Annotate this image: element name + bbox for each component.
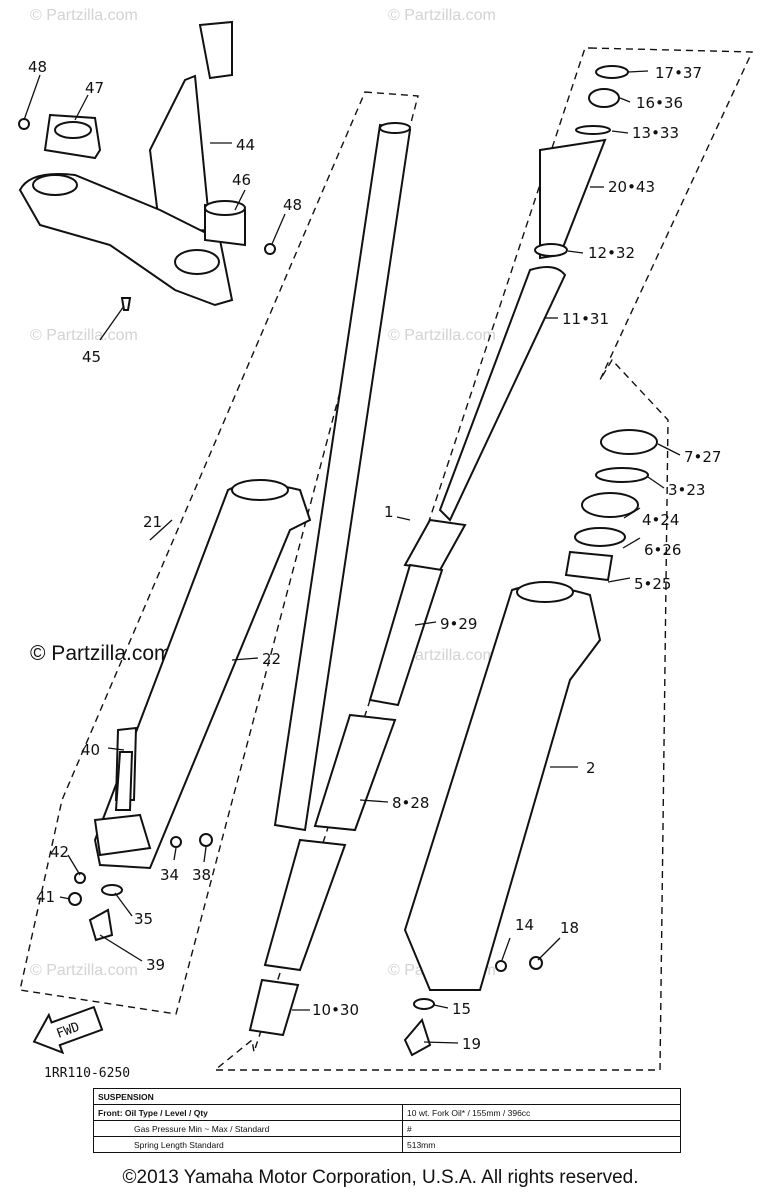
copyright-footer: ©2013 Yamaha Motor Corporation, U.S.A. A… (122, 1167, 639, 1188)
spec-label: Front: Oil Type / Level / Qty (93, 1104, 403, 1121)
callout-16: 16•36 (636, 94, 683, 112)
spec-label: Spring Length Standard (93, 1136, 403, 1153)
callout-19: 19 (462, 1035, 481, 1053)
callout-21: 21 (143, 513, 162, 531)
callout-9: 9•29 (440, 615, 477, 633)
suspension-spec-table: SUSPENSION Front: Oil Type / Level / Qty… (93, 1088, 681, 1153)
callout-labels: 48 47 44 46 48 45 17•37 16•36 13•33 20•4… (28, 58, 721, 1053)
callout-13: 13•33 (632, 124, 679, 142)
fwd-arrow: FWD (32, 1005, 104, 1055)
callout-34: 34 (160, 866, 179, 884)
callout-47: 47 (85, 79, 104, 97)
callout-8: 8•28 (392, 794, 429, 812)
callout-42: 42 (50, 843, 69, 861)
callout-2: 2 (586, 759, 596, 777)
spec-value: # (402, 1120, 681, 1137)
callout-48b: 48 (283, 196, 302, 214)
callout-48: 48 (28, 58, 47, 76)
callout-15: 15 (452, 1000, 471, 1018)
callout-17: 17•37 (655, 64, 702, 82)
callout-40: 40 (81, 741, 100, 759)
watermark: © Partzilla.com (388, 327, 496, 344)
table-row: Spring Length Standard 513mm (93, 1136, 681, 1153)
callout-6: 6•26 (644, 541, 681, 559)
callout-7: 7•27 (684, 448, 721, 466)
callout-35: 35 (134, 910, 153, 928)
callout-39: 39 (146, 956, 165, 974)
leader-lines (23, 70, 681, 1044)
callout-1: 1 (384, 503, 394, 521)
callout-3: 3•23 (668, 481, 705, 499)
callout-45: 45 (82, 348, 101, 366)
spec-value: 513mm (402, 1136, 681, 1153)
steering-stem-assembly (18, 20, 276, 311)
callout-38: 38 (192, 866, 211, 884)
callout-41: 41 (36, 888, 55, 906)
table-row: SUSPENSION (93, 1088, 681, 1105)
callout-44: 44 (236, 136, 255, 154)
table-row: Gas Pressure Min ~ Max / Standard # (93, 1120, 681, 1137)
callout-22: 22 (262, 650, 281, 668)
callout-46: 46 (232, 171, 251, 189)
watermark: © Partzilla.com (30, 7, 138, 24)
callout-14: 14 (515, 916, 534, 934)
table-row: Front: Oil Type / Level / Qty 10 wt. For… (93, 1104, 681, 1121)
callout-5: 5•25 (634, 575, 671, 593)
spec-header: SUSPENSION (93, 1088, 681, 1105)
watermark: © Partzilla.com (30, 962, 138, 979)
hardware (68, 751, 543, 1057)
callout-18: 18 (560, 919, 579, 937)
damper-and-spring (248, 138, 607, 1037)
right-outer-tube (403, 581, 602, 991)
left-fork-outline (19, 91, 419, 1015)
spec-label: Gas Pressure Min ~ Max / Standard (93, 1120, 403, 1137)
watermark: © Partzilla.com (388, 7, 496, 24)
callout-4: 4•24 (642, 511, 679, 529)
diagram-code: 1RR110-6250 (44, 1066, 130, 1081)
callout-12: 12•32 (588, 244, 635, 262)
watermark: © Partzilla.com (30, 327, 138, 344)
callout-11: 11•31 (562, 310, 609, 328)
seal-stack (534, 65, 658, 582)
callout-10: 10•30 (312, 1001, 359, 1019)
watermark-large: © Partzilla.com (30, 642, 172, 665)
spec-value: 10 wt. Fork Oil* / 155mm / 396cc (402, 1104, 681, 1121)
callout-20: 20•43 (608, 178, 655, 196)
